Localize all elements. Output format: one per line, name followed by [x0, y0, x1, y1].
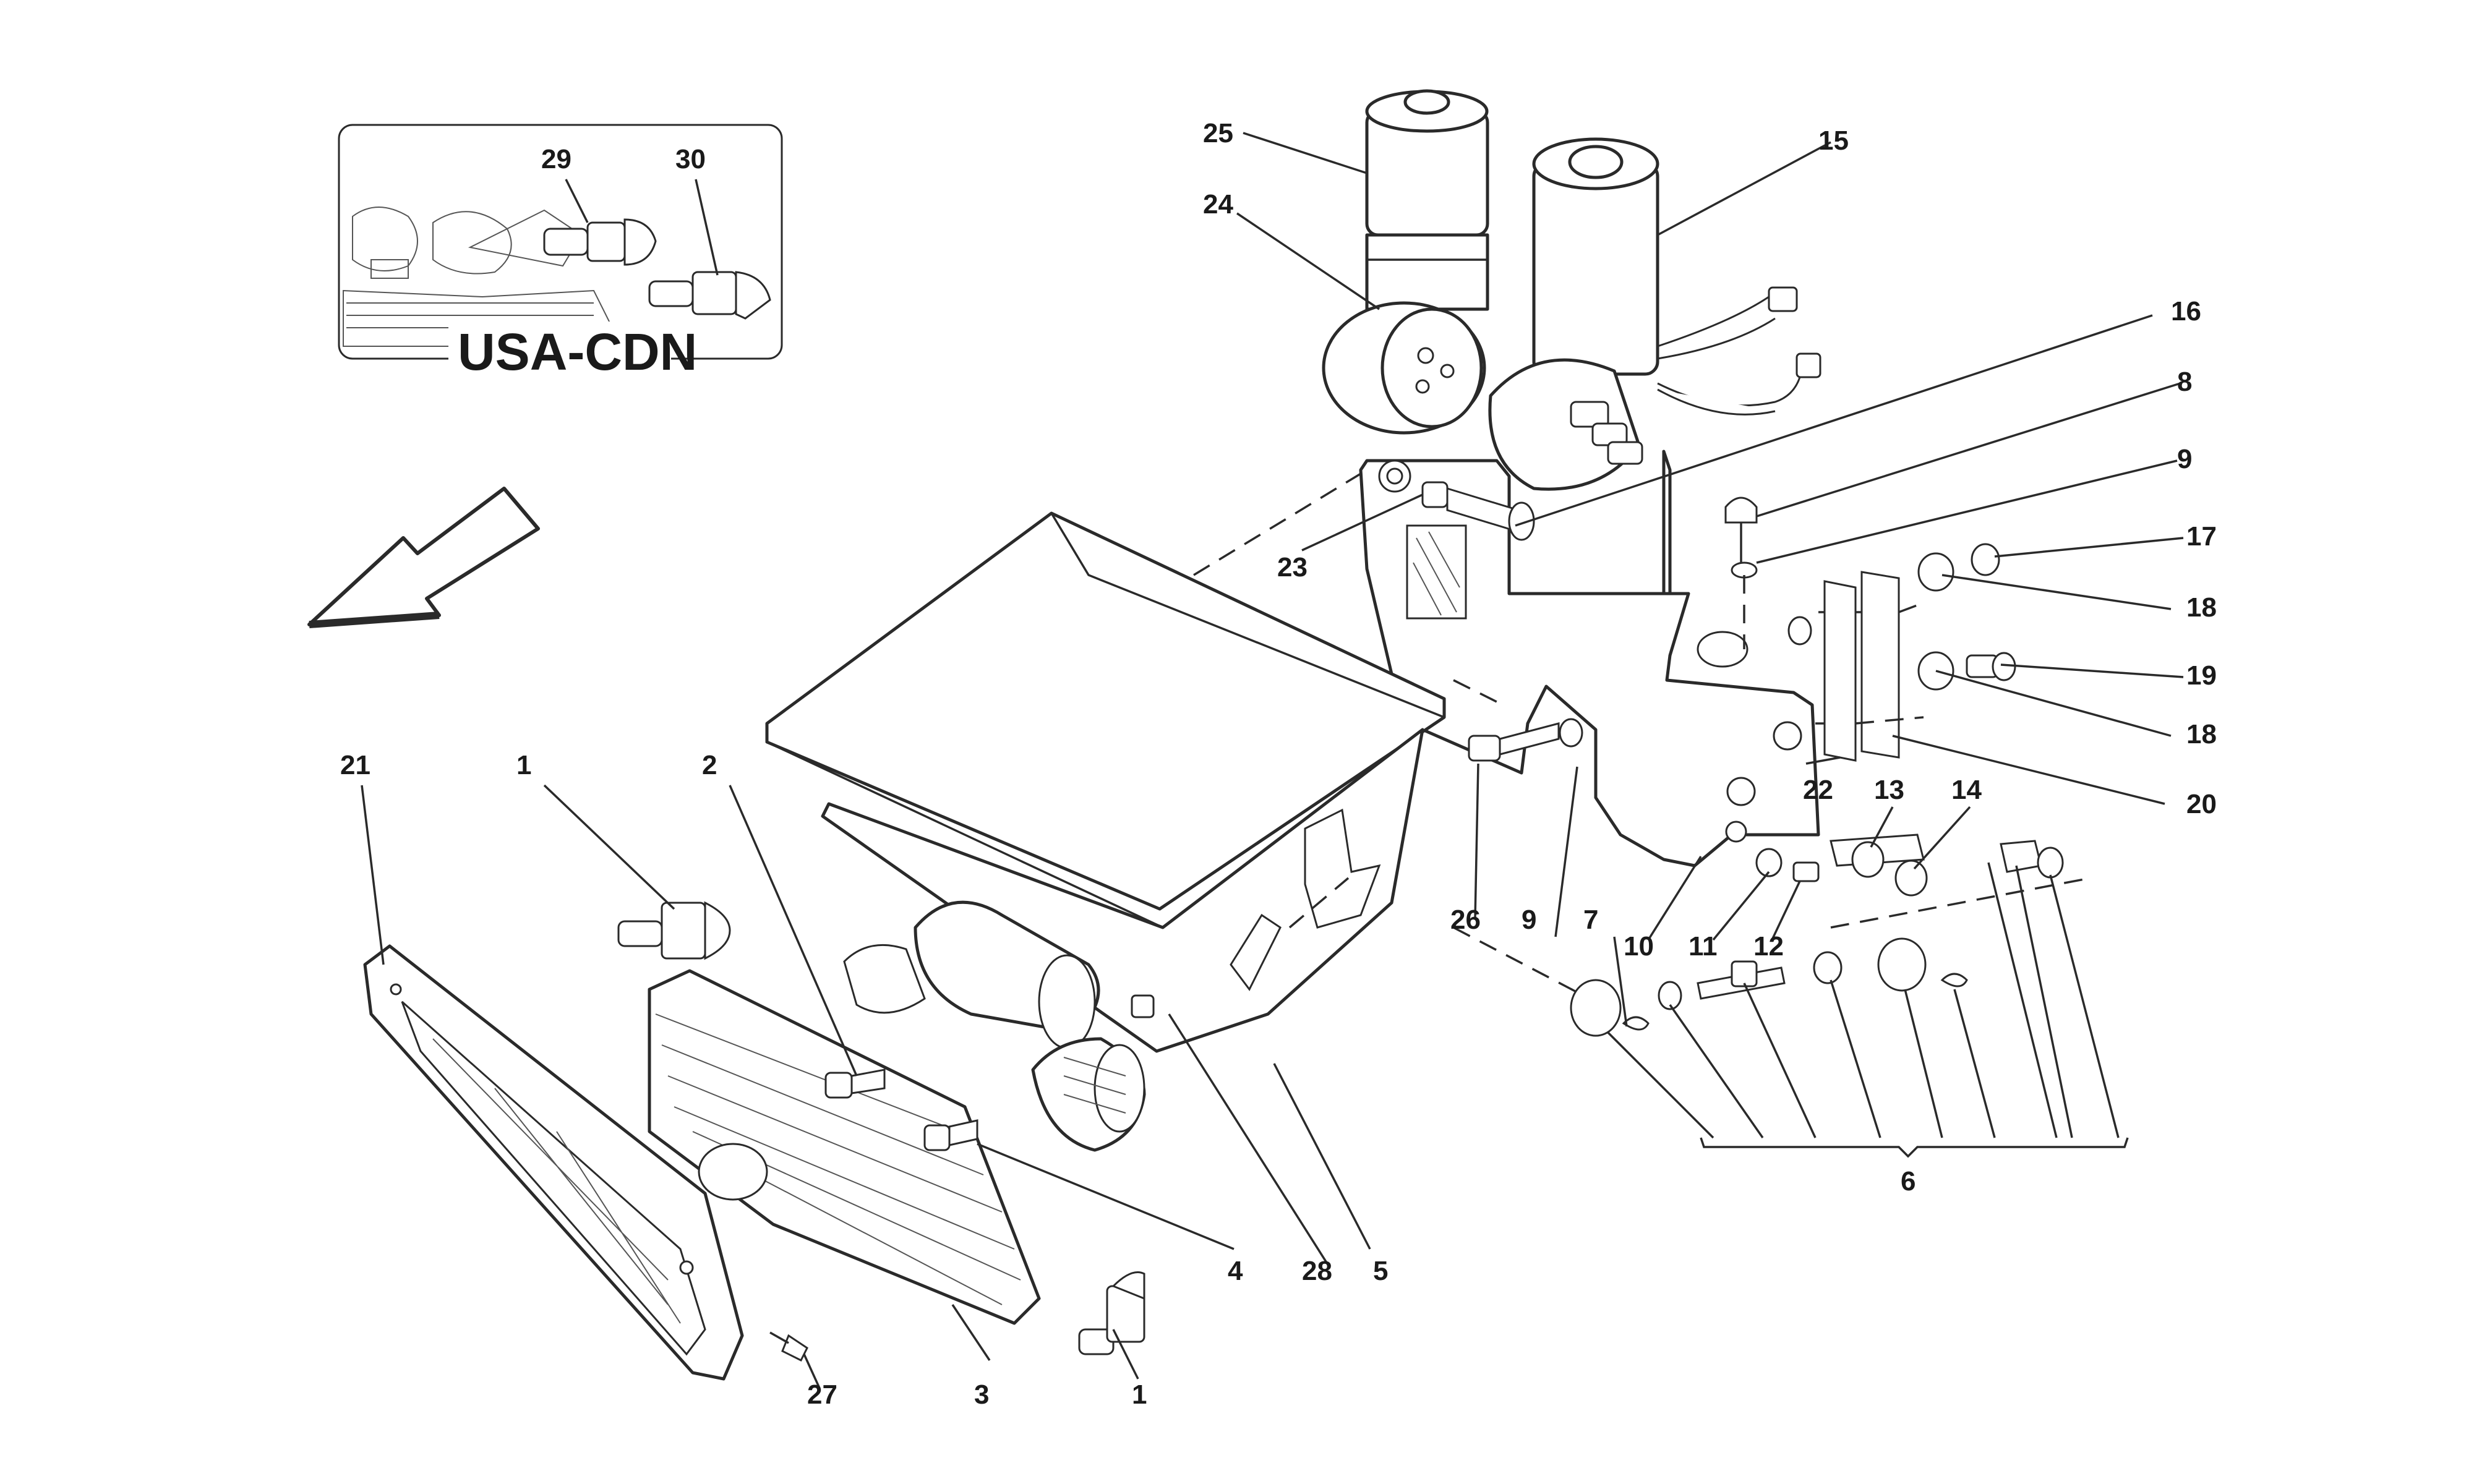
motor-25-24: [1322, 89, 1489, 435]
inset-title-bg: [448, 322, 671, 377]
callout-1b: 1: [1132, 1380, 1147, 1410]
callout-16: 16: [2171, 296, 2201, 326]
callout-15: 15: [1818, 126, 1849, 156]
bulb-upper-icon: [617, 901, 731, 960]
callout-14: 14: [1951, 775, 1982, 805]
callout-8: 8: [2177, 367, 2192, 397]
callout-18a: 18: [2186, 592, 2217, 623]
callout-28: 28: [1302, 1256, 1332, 1286]
callout-20: 20: [2186, 789, 2217, 819]
leader-30: [695, 179, 719, 276]
bezel-frame: [363, 944, 744, 1381]
inset-housing-sketch: [343, 207, 610, 347]
callout-30: 30: [675, 144, 706, 174]
callout-6: 6: [1901, 1166, 1915, 1196]
callout-labels: 25 24 15 16 8 9 17 18 19 18 20 23 22 13 …: [340, 118, 2217, 1410]
leader-29: [565, 179, 589, 223]
callout-25: 25: [1203, 118, 1233, 148]
callout-9a: 9: [2177, 444, 2192, 474]
group-6-bracket: [1700, 1137, 2129, 1158]
usa-cdn-inset: 29 30 USA-CDN: [338, 124, 783, 381]
callout-1a: 1: [516, 750, 531, 780]
callout-27: 27: [807, 1380, 837, 1410]
callout-29: 29: [541, 144, 571, 174]
headlight-unit: [648, 900, 1146, 1325]
front-direction-arrow-icon: [307, 487, 540, 628]
motor-15: [1488, 137, 1821, 491]
bulb-30-icon: [648, 271, 771, 320]
callout-13: 13: [1874, 775, 1904, 805]
callout-7: 7: [1583, 905, 1598, 935]
callout-21: 21: [340, 750, 370, 780]
callout-9b: 9: [1522, 905, 1536, 935]
fasteners: [769, 481, 2064, 1362]
callout-23: 23: [1277, 552, 1308, 582]
callout-17: 17: [2186, 521, 2217, 552]
headlight-lid: [765, 511, 1446, 929]
callout-2: 2: [702, 750, 717, 780]
callout-10: 10: [1624, 931, 1654, 962]
inset-title: USA-CDN: [458, 323, 697, 381]
callout-3: 3: [974, 1380, 989, 1410]
callout-4: 4: [1228, 1256, 1243, 1286]
callout-5: 5: [1373, 1256, 1388, 1286]
callout-24: 24: [1203, 189, 1233, 220]
callout-22: 22: [1803, 775, 1833, 805]
callout-12: 12: [1753, 931, 1784, 962]
callout-11: 11: [1689, 931, 1718, 962]
bulb-lower-icon: [1078, 1271, 1145, 1355]
callout-26: 26: [1450, 905, 1481, 935]
leader-lines: [361, 132, 2184, 1389]
assembly-lines: [1193, 469, 2091, 997]
callout-19: 19: [2186, 660, 2217, 691]
bulb-29-icon: [543, 218, 657, 266]
callout-18b: 18: [2186, 719, 2217, 749]
